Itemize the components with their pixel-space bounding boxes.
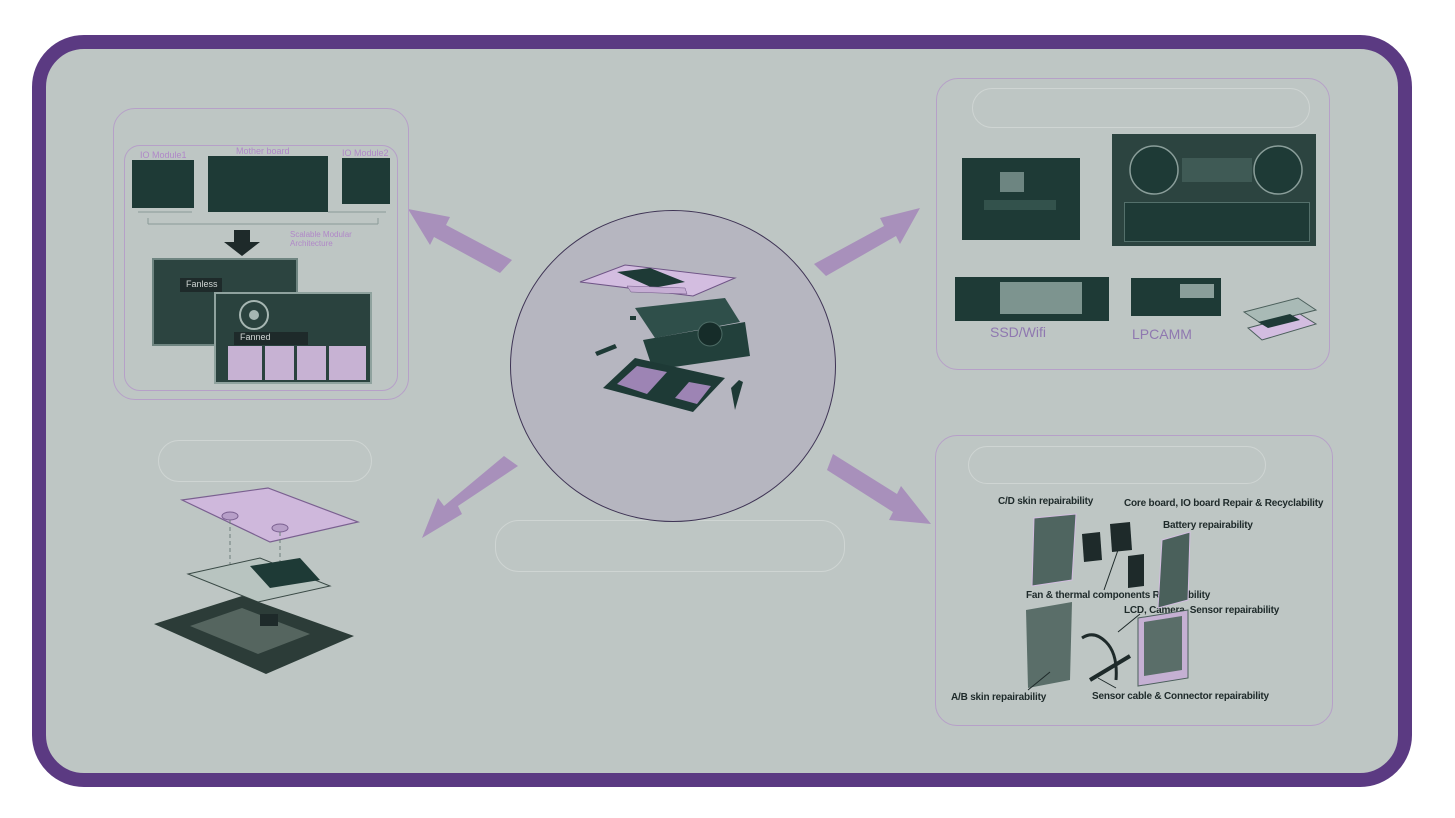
cd-skin-label: C/D skin repairability [998,496,1094,507]
battery-cells [228,346,366,380]
cpu-chip [1000,172,1024,192]
battery-label: Battery repairability [1163,520,1253,531]
sensor-cable-label: Sensor cable & Connector repairability [1092,691,1269,702]
components-panel [936,78,1330,370]
architecture-label-line-2: Architecture [290,239,333,248]
core-board-label: Core board, IO board Repair & Recyclabil… [1124,498,1324,509]
io-module-2-board [342,158,390,204]
io-module-1-label: IO Module1 [140,150,187,160]
bottom-left-title-pill [158,440,372,482]
architecture-label-line-1: Scalable Modular [290,230,352,239]
arrow-icon [422,456,518,538]
memory-chips [984,200,1056,210]
ssd-wifi-label: SSD/Wifi [990,324,1046,340]
dual-fan-icon [1129,145,1303,195]
bottom-right-title-pill [968,446,1266,484]
exploded-repair-diagram [1026,513,1191,691]
repairability-panel [935,435,1333,726]
arrow-icon [814,208,920,276]
fan-icon [239,300,269,330]
fanless-label-box [180,278,222,292]
exploded-module-icon [154,487,361,674]
battery-cell-divider-3 [326,346,329,380]
arrow-icon [827,454,931,524]
battery-cell-divider-2 [294,346,297,380]
down-arrow-icon [224,230,260,256]
top-right-title-pill [972,88,1310,128]
mother-board [208,156,328,212]
battery-cell-divider-1 [262,346,265,380]
fanned-label-box [234,332,308,345]
fanless-label: Fanless [186,279,218,289]
arrow-icon [408,209,512,273]
lpcamm-label: LPCAMM [1132,326,1192,342]
lcd-camera-label: LCD, Camera, Sensor repairability [1124,605,1280,616]
ab-skin-label: A/B skin repairability [951,692,1047,703]
interior-battery [1124,202,1310,242]
mother-board-label: Mother board [236,146,290,156]
modular-architecture-inner [124,145,398,391]
io-module-2-label: IO Module2 [342,148,389,158]
dimension-lines [138,211,386,225]
memory-stack-icon [1242,297,1318,341]
ssd-sticker [1000,282,1082,314]
exploded-laptop-icon [579,264,750,412]
fan-thermal-label: Fan & thermal components Repairability [1026,590,1211,601]
bottom-center-title-pill [495,520,845,572]
lpcamm-chip [1180,284,1214,298]
modular-architecture-panel [113,108,409,400]
fanned-label: Fanned [240,332,271,342]
io-module-1-board [132,160,194,208]
motherboard-photo [962,158,1080,240]
